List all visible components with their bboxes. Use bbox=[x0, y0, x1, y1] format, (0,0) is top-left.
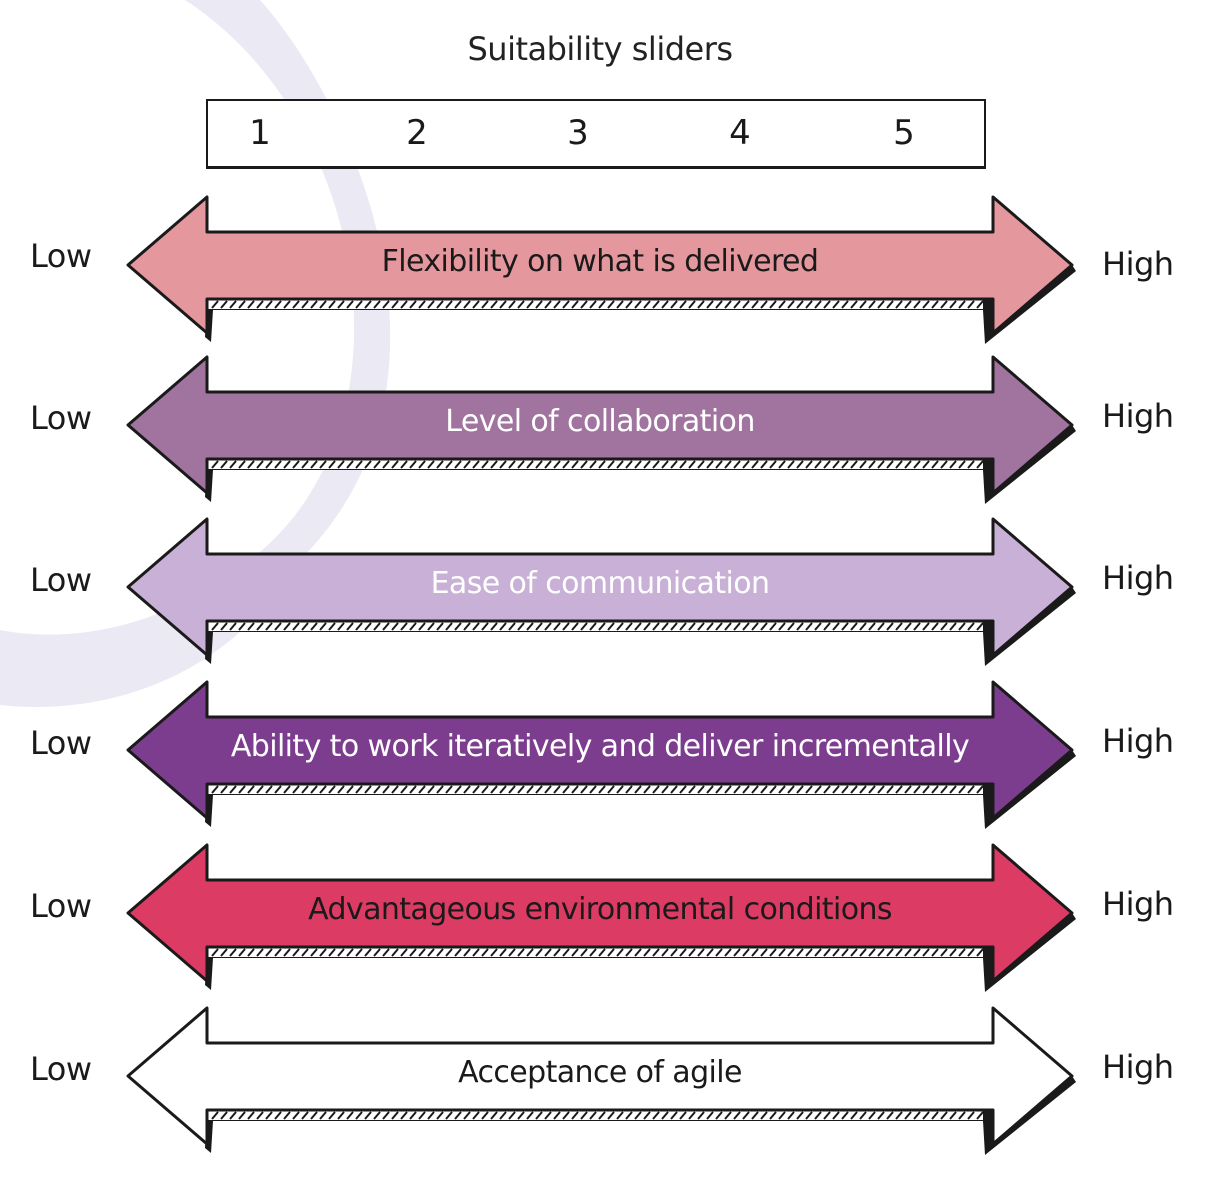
low-label: Low bbox=[30, 561, 92, 599]
slider-label: Acceptance of agile bbox=[458, 1055, 742, 1090]
scale-number-4: 4 bbox=[729, 113, 751, 153]
slider-row: Low High Ease of communication bbox=[0, 514, 1207, 674]
high-label: High bbox=[1102, 245, 1174, 283]
high-label: High bbox=[1102, 397, 1174, 435]
slider-row: Low High Ability to work iteratively and d… bbox=[0, 677, 1207, 837]
high-label: High bbox=[1102, 885, 1174, 923]
double-arrow bbox=[126, 355, 1076, 504]
slider-label: Ability to work iteratively and deliver … bbox=[230, 729, 970, 764]
double-arrow bbox=[126, 517, 1076, 666]
slider-row: Low High Advantageous environmental condit… bbox=[0, 840, 1207, 1000]
slider-label: Advantageous environmental conditions bbox=[308, 892, 892, 927]
double-arrow bbox=[126, 195, 1076, 344]
low-label: Low bbox=[30, 237, 92, 275]
double-arrow bbox=[126, 680, 1076, 829]
scale-number-1: 1 bbox=[249, 113, 271, 153]
page-title: Suitability sliders bbox=[467, 30, 733, 68]
slider-row: Low High Level of collaboration bbox=[0, 352, 1207, 512]
high-label: High bbox=[1102, 722, 1174, 760]
high-label: High bbox=[1102, 1048, 1174, 1086]
low-label: Low bbox=[30, 887, 92, 925]
high-label: High bbox=[1102, 559, 1174, 597]
low-label: Low bbox=[30, 399, 92, 437]
double-arrow bbox=[126, 843, 1076, 992]
slider-row: Low High Acceptance of agile bbox=[0, 1003, 1207, 1163]
slider-label: Level of collaboration bbox=[445, 404, 755, 439]
low-label: Low bbox=[30, 724, 92, 762]
scale-number-2: 2 bbox=[406, 113, 428, 153]
low-label: Low bbox=[30, 1050, 92, 1088]
scale-bar: 1 2 3 4 5 bbox=[206, 99, 986, 169]
slider-label: Flexibility on what is delivered bbox=[381, 244, 819, 279]
double-arrow bbox=[126, 1006, 1076, 1155]
scale-number-3: 3 bbox=[567, 113, 589, 153]
slider-label: Ease of communication bbox=[430, 566, 770, 601]
scale-number-5: 5 bbox=[893, 113, 915, 153]
slider-row: Low High Flexibility on what is delivered bbox=[0, 192, 1207, 352]
